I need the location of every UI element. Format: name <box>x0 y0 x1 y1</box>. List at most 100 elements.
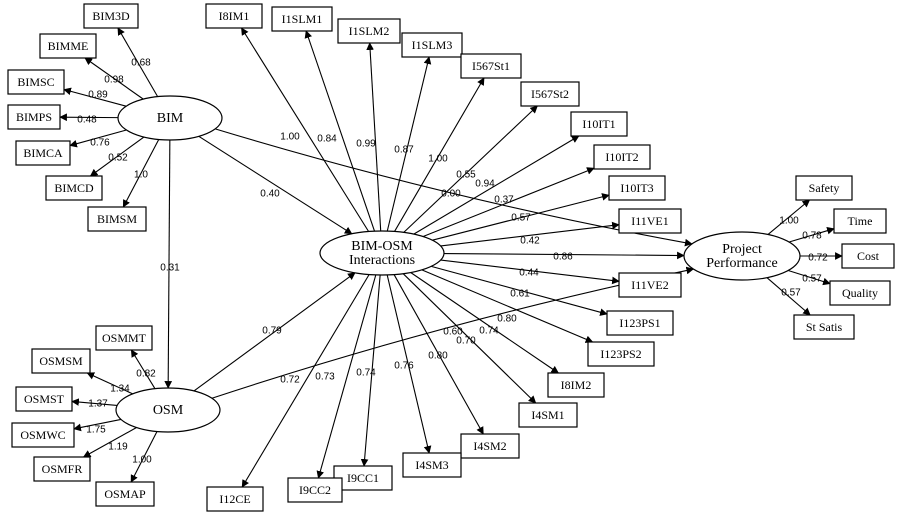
latent-osm: OSM <box>115 387 221 433</box>
indicator-label: I567St1 <box>472 59 510 73</box>
indicator-box <box>793 314 855 340</box>
edge-label-inter-to-i9cc1: 0.74 <box>356 368 376 379</box>
edge-inter-to-i12ce <box>241 274 370 488</box>
edge-inter-to-i9cc1 <box>360 274 381 467</box>
edge-label-inter-to-i11ve1: 0.42 <box>520 236 540 247</box>
indicator-bimme: BIMME <box>39 33 97 59</box>
edge-bim-to-bim3d <box>117 27 159 97</box>
indicator-label: I4SM3 <box>415 458 448 472</box>
indicator-label: I1SLM3 <box>412 38 453 52</box>
edge-pp-to-quality <box>788 269 831 286</box>
indicator-box <box>618 208 682 234</box>
edge-label-inter-to-i567st2: 0.55 <box>456 170 476 181</box>
indicator-time: Time <box>833 208 887 234</box>
edge-label-osm-to-pp: 0.60 <box>443 327 463 338</box>
edge-pp-to-st-satis <box>766 277 811 316</box>
edge-label-osm-to-osmfr: 1.19 <box>108 442 128 453</box>
indicator-label: I10IT2 <box>605 150 638 164</box>
indicator-box <box>87 206 147 232</box>
indicator-label: I12CE <box>219 492 250 506</box>
indicator-label: I1SLM2 <box>349 24 390 38</box>
indicator-box <box>841 243 895 269</box>
indicator-i567st1: I567St1 <box>460 53 522 79</box>
indicator-box <box>520 81 580 107</box>
edge-label-inter-to-i1slm1: 0.84 <box>317 134 337 145</box>
indicator-i1slm3: I1SLM3 <box>401 32 463 58</box>
indicator-box <box>608 175 666 201</box>
indicator-i4sm3: I4SM3 <box>402 452 462 478</box>
indicator-i12ce: I12CE <box>206 486 264 512</box>
edge-label-inter-to-i10it2: 0.37 <box>494 195 514 206</box>
indicator-osmsm: OSMSM <box>31 348 91 374</box>
indicator-bimsc: BIMSC <box>7 69 65 95</box>
edge-label-inter-to-i12ce: 0.72 <box>280 375 300 386</box>
indicator-box <box>547 372 605 398</box>
indicator-i8im1: I8IM1 <box>205 3 263 29</box>
indicator-box <box>333 465 393 491</box>
edge-bim-to-bimsc <box>63 87 127 107</box>
indicator-label: Quality <box>842 286 878 300</box>
indicator-label: OSMAP <box>104 487 146 501</box>
indicator-box <box>95 325 153 351</box>
edge-inter-to-i10it3 <box>432 193 610 241</box>
indicator-box <box>402 452 462 478</box>
indicator-label: I10IT1 <box>582 117 615 131</box>
edge-inter-to-i1slm3 <box>386 56 432 232</box>
edge-label-bim-to-inter: 0.40 <box>260 189 280 200</box>
indicator-box <box>33 456 91 482</box>
indicator-label: BIMSM <box>97 212 137 226</box>
indicator-st-satis: St Satis <box>793 314 855 340</box>
edge-label-inter-to-i4sm1: 0.70 <box>456 336 476 347</box>
indicator-box <box>11 422 75 448</box>
edge-osm-to-osmst <box>71 398 118 407</box>
indicator-label: BIMME <box>48 39 89 53</box>
edge-label-pp-to-quality: 0.57 <box>802 274 822 285</box>
edge-inter-to-i123ps1 <box>431 265 608 316</box>
edge-label-inter-to-i10it3: 0.57 <box>511 213 531 224</box>
indicator-label: I11VE2 <box>631 278 669 292</box>
indicator-label: Time <box>848 214 873 228</box>
latent-label-line: Interactions <box>349 253 415 268</box>
indicator-i11ve1: I11VE1 <box>618 208 682 234</box>
indicator-bimca: BIMCA <box>15 140 71 166</box>
latent-label: OSM <box>153 403 184 418</box>
edge-label-bim-to-bimps: 0.48 <box>77 115 97 126</box>
indicator-i11ve2: I11VE2 <box>618 272 682 298</box>
indicator-i567st2: I567St2 <box>520 81 580 107</box>
edge-label-inter-to-i123ps1: 0.61 <box>510 289 530 300</box>
indicator-i1slm1: I1SLM1 <box>271 6 333 32</box>
indicator-osmap: OSMAP <box>95 481 155 507</box>
indicator-i123ps1: I123PS1 <box>606 310 674 336</box>
indicator-osmst: OSMST <box>15 386 73 412</box>
edge-label-osm-to-osmmt: 0.82 <box>136 369 156 380</box>
indicator-box <box>15 140 71 166</box>
indicator-i10it3: I10IT3 <box>608 175 666 201</box>
indicator-osmfr: OSMFR <box>33 456 91 482</box>
indicator-label: BIM3D <box>92 9 130 23</box>
indicator-i9cc2: I9CC2 <box>287 477 343 503</box>
edge-inter-to-i123ps2 <box>421 269 594 343</box>
edge-label-bim-to-bimsc: 0.89 <box>88 90 108 101</box>
indicator-safety: Safety <box>795 175 853 201</box>
latent-label-line: Performance <box>706 256 778 271</box>
indicator-osmmt: OSMMT <box>95 325 153 351</box>
edge-label-bim-to-bimca: 0.76 <box>90 138 110 149</box>
indicator-box <box>460 53 522 79</box>
latent-ellipse <box>117 95 223 141</box>
edge-label-osm-to-inter: 0.79 <box>262 326 282 337</box>
indicator-bimps: BIMPS <box>7 104 61 130</box>
edge-pp-to-safety <box>767 199 811 235</box>
indicator-label: I4SM2 <box>473 439 506 453</box>
edge-label-inter-to-i4sm3: 0.76 <box>394 361 414 372</box>
indicator-label: I123PS2 <box>600 347 641 361</box>
indicator-box <box>45 175 103 201</box>
edge-bim-to-bimme <box>84 57 144 100</box>
edge-label-bim-to-bimcd: 0.52 <box>108 153 128 164</box>
edge-osm-to-osmap <box>130 431 158 483</box>
indicator-box <box>518 402 578 428</box>
indicator-i4sm1: I4SM1 <box>518 402 578 428</box>
edge-label-osm-to-osmsm: 1.34 <box>110 384 130 395</box>
edge-label-bim-to-bimme: 0.98 <box>104 75 124 86</box>
edge-bim-to-bimca <box>69 129 127 148</box>
